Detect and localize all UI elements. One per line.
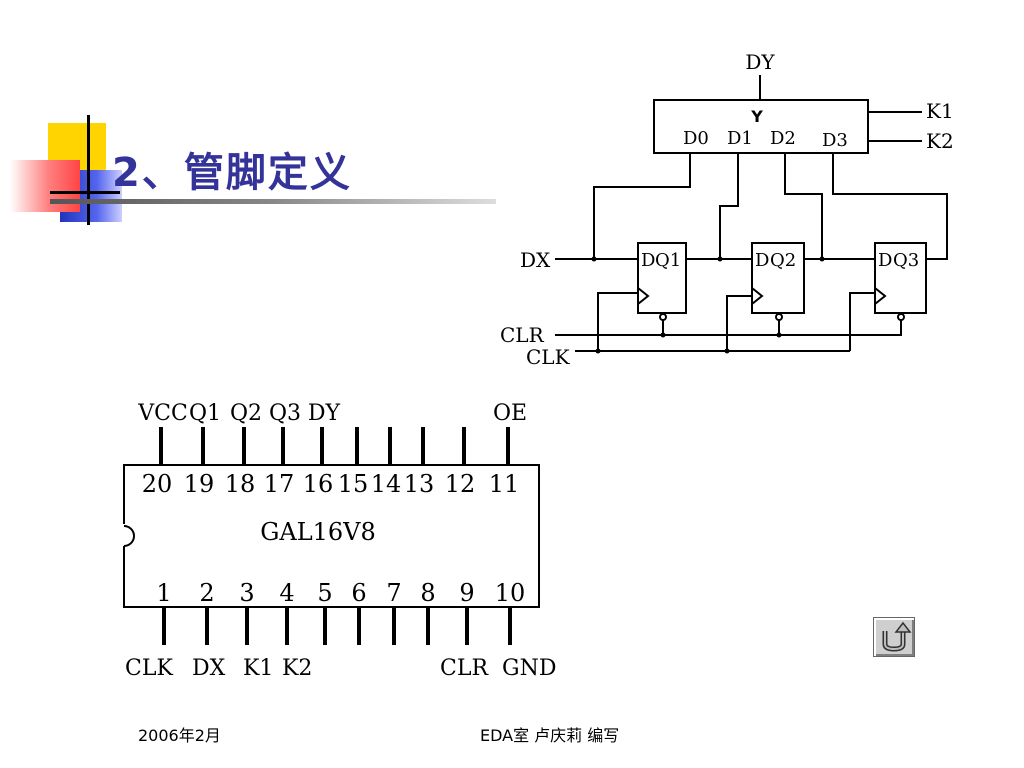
slide-title: 2、管脚定义 — [112, 150, 352, 196]
bottom-pin-number: 6 — [351, 579, 366, 607]
chip-name: GAL16V8 — [260, 518, 376, 546]
mux-d0-label: D0 — [683, 128, 709, 149]
mux-y-label: Y — [750, 107, 763, 126]
top-pin-signal: VCC — [137, 401, 188, 426]
top-pin-number: 16 — [303, 470, 334, 498]
top-pin-signal: DY — [308, 401, 341, 426]
ff2-clear-bubble — [775, 313, 783, 321]
ff2-q-label: Q2 — [770, 250, 796, 271]
k2-label: K2 — [926, 129, 954, 153]
top-pin-signal: Q3 — [269, 401, 301, 426]
top-pin-signal: OE — [493, 401, 527, 426]
top-pin-number: 15 — [338, 470, 369, 498]
dy-label: DY — [745, 50, 775, 74]
bottom-pin-signal: K1 — [243, 656, 273, 681]
clk-ff3-wire — [849, 292, 875, 351]
clk-ff2-wire — [726, 295, 752, 351]
ff1-q-label: Q1 — [655, 250, 681, 271]
ff3-q-label: Q3 — [893, 250, 919, 271]
bottom-pin-number: 5 — [317, 579, 332, 607]
top-pin-signal: Q2 — [230, 401, 262, 426]
d3-wire — [832, 153, 948, 260]
bottom-pin-signal: GND — [502, 656, 556, 681]
bottom-pin-number: 1 — [156, 579, 171, 607]
d2-wire — [784, 153, 823, 259]
bottom-pin-number: 10 — [495, 579, 526, 607]
bottom-pin-signal: CLR — [440, 656, 489, 681]
ff3-d-label: D — [878, 250, 892, 271]
top-pin-number: 14 — [371, 470, 402, 498]
bottom-pin-number: 2 — [199, 579, 214, 607]
ff3-clock-triangle — [874, 287, 887, 305]
bottom-pin-signal: CLK — [125, 656, 173, 681]
clk-label: CLK — [526, 345, 571, 369]
footer-date: 2006年2月 — [138, 726, 221, 745]
flip-flop-3 — [874, 242, 927, 314]
d0-wire — [593, 153, 691, 259]
chip-notch — [123, 525, 135, 547]
ff1-d-label: D — [641, 250, 655, 271]
d1-wire — [719, 153, 739, 259]
ff3-clear-bubble — [897, 313, 905, 321]
deco-vertical-line — [87, 115, 90, 225]
k1-label: K1 — [926, 99, 954, 123]
top-pin-number: 11 — [489, 470, 520, 498]
mux-box — [653, 99, 869, 154]
ff1-clock-triangle — [637, 287, 650, 305]
ff2-d-label: D — [755, 250, 769, 271]
junction-dots — [591, 256, 825, 354]
top-pin-number: 18 — [225, 470, 256, 498]
footer-author: EDA室 卢庆莉 编写 — [480, 726, 620, 745]
return-button[interactable] — [873, 617, 915, 657]
dx-label: DX — [520, 248, 551, 272]
u-turn-arrow-icon — [882, 621, 912, 652]
deco-horizontal-line — [50, 191, 120, 194]
flip-flop-1 — [637, 242, 687, 314]
mux-d1-label: D1 — [727, 128, 753, 149]
mux-d3-label: D3 — [822, 130, 848, 151]
bottom-pin-number: 4 — [279, 579, 294, 607]
bottom-pin-signal: K2 — [282, 656, 312, 681]
mux-d2-label: D2 — [770, 128, 796, 149]
ff1-clear-bubble — [659, 313, 667, 321]
top-pin-number: 20 — [142, 470, 173, 498]
flip-flop-2 — [751, 242, 805, 314]
title-underline — [50, 199, 496, 204]
clr-wire — [555, 320, 902, 336]
top-pin-number: 12 — [445, 470, 476, 498]
bottom-pin-number: 9 — [459, 579, 474, 607]
bottom-pin-signal: DX — [192, 656, 226, 681]
top-pin-number: 17 — [264, 470, 295, 498]
top-pin-number: 13 — [404, 470, 435, 498]
bottom-pin-number: 8 — [420, 579, 435, 607]
top-pin-number: 19 — [184, 470, 215, 498]
clk-ff1-wire — [597, 292, 638, 351]
bottom-pin-number: 7 — [386, 579, 401, 607]
clr-label: CLR — [500, 323, 545, 347]
top-pin-signal: Q1 — [189, 401, 221, 426]
ff2-clock-triangle — [751, 287, 764, 305]
bottom-pin-number: 3 — [239, 579, 254, 607]
